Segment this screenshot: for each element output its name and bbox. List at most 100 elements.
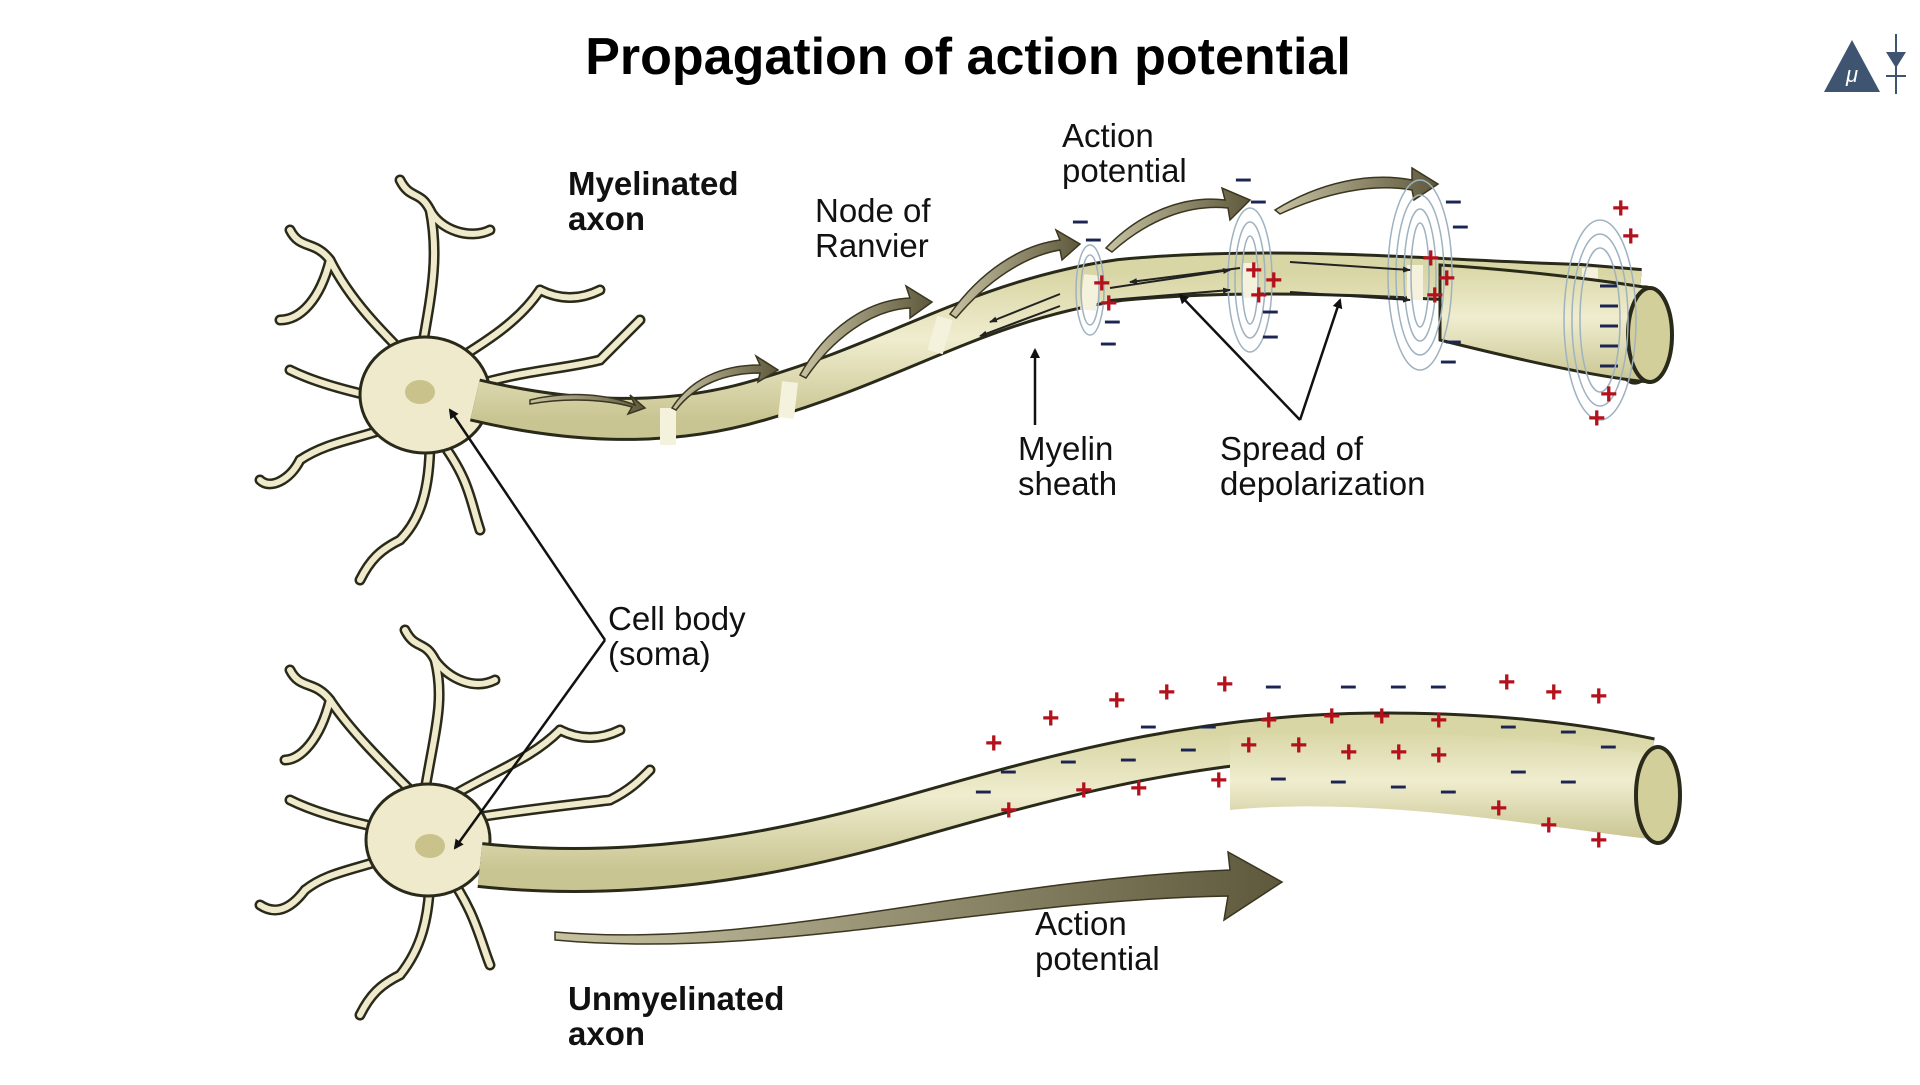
svg-text:–: – <box>1262 319 1279 352</box>
svg-text:–: – <box>1330 764 1347 797</box>
svg-text:depolarization: depolarization <box>1220 465 1425 502</box>
svg-text:–: – <box>1390 769 1407 802</box>
svg-text:–: – <box>1060 744 1077 777</box>
svg-text:+: + <box>1430 739 1448 772</box>
label-spread-of-depolarization: Spread of depolarization <box>1220 430 1425 502</box>
svg-text:Ranvier: Ranvier <box>815 227 929 264</box>
svg-text:+: + <box>1100 287 1118 320</box>
svg-text:+: + <box>1042 702 1060 735</box>
svg-text:+: + <box>1158 676 1176 709</box>
svg-text:+: + <box>1590 680 1608 713</box>
svg-text:Action: Action <box>1035 905 1127 942</box>
svg-text:+: + <box>1498 666 1516 699</box>
svg-text:+: + <box>1540 809 1558 842</box>
svg-text:+: + <box>1612 192 1630 225</box>
svg-text:–: – <box>1600 729 1617 762</box>
svg-text:–: – <box>1560 714 1577 747</box>
svg-text:Node of: Node of <box>815 192 931 229</box>
svg-text:Spread of: Spread of <box>1220 430 1364 467</box>
svg-text:+: + <box>1340 736 1358 769</box>
top-charges: + + + + + + + + + + + + – – – – – – – – … <box>1072 162 1640 435</box>
svg-text:+: + <box>1210 764 1228 797</box>
svg-text:–: – <box>1445 184 1462 217</box>
svg-text:–: – <box>1262 294 1279 327</box>
svg-text:–: – <box>1072 204 1089 237</box>
svg-text:+: + <box>1438 262 1456 295</box>
svg-text:sheath: sheath <box>1018 465 1117 502</box>
svg-text:–: – <box>1440 774 1457 807</box>
svg-text:–: – <box>1270 761 1287 794</box>
svg-text:+: + <box>1373 700 1391 733</box>
svg-text:+: + <box>1093 267 1111 300</box>
top-neuron <box>254 166 1674 586</box>
svg-text:–: – <box>1250 184 1267 217</box>
svg-text:–: – <box>1390 669 1407 702</box>
svg-text:+: + <box>1430 704 1448 737</box>
svg-text:–: – <box>1510 754 1527 787</box>
svg-text:axon: axon <box>568 200 645 237</box>
svg-text:–: – <box>1120 742 1137 775</box>
svg-text:–: – <box>1452 209 1469 242</box>
svg-text:+: + <box>1390 736 1408 769</box>
page-title: Propagation of action potential <box>585 28 1351 86</box>
svg-text:+: + <box>1000 794 1018 827</box>
svg-text:–: – <box>1104 304 1121 337</box>
svg-text:–: – <box>1430 669 1447 702</box>
svg-text:+: + <box>1130 772 1148 805</box>
label-cell-body: Cell body (soma) <box>608 600 746 672</box>
svg-text:+: + <box>1108 684 1126 717</box>
svg-text:+: + <box>1075 774 1093 807</box>
svg-text:–: – <box>1445 324 1462 357</box>
svg-text:+: + <box>1490 792 1508 825</box>
label-myelin-sheath: Myelin sheath <box>1018 430 1117 502</box>
svg-text:–: – <box>1140 709 1157 742</box>
svg-text:+: + <box>1422 242 1440 275</box>
svg-text:–: – <box>1340 669 1357 702</box>
svg-text:(soma): (soma) <box>608 635 711 672</box>
svg-text:+: + <box>1290 729 1308 762</box>
svg-text:+: + <box>1240 729 1258 762</box>
svg-text:+: + <box>1260 704 1278 737</box>
svg-text:+: + <box>1323 700 1341 733</box>
svg-text:Cell body: Cell body <box>608 600 746 637</box>
svg-text:Myelinated: Myelinated <box>568 165 739 202</box>
svg-text:–: – <box>1085 222 1102 255</box>
label-myelinated-axon: Myelinated axon <box>568 165 739 237</box>
svg-text:+: + <box>1590 824 1608 857</box>
label-action-potential-bottom: Action potential <box>1035 905 1160 977</box>
svg-text:+: + <box>1245 254 1263 287</box>
svg-text:potential: potential <box>1062 152 1187 189</box>
svg-text:+: + <box>1250 279 1268 312</box>
pointer-lines <box>448 293 1343 850</box>
bottom-charges: + + + + + + + + + + + + + + + + + + + + … <box>975 666 1617 857</box>
svg-text:–: – <box>1200 709 1217 742</box>
svg-text:–: – <box>1560 764 1577 797</box>
svg-text:Myelin: Myelin <box>1018 430 1113 467</box>
svg-text:–: – <box>1000 754 1017 787</box>
svg-text:–: – <box>1235 162 1252 195</box>
svg-text:potential: potential <box>1035 940 1160 977</box>
svg-text:–: – <box>1180 732 1197 765</box>
label-action-potential-top: Action potential <box>1062 117 1187 189</box>
svg-text:+: + <box>985 727 1003 760</box>
svg-text:+: + <box>1545 676 1563 709</box>
svg-text:+: + <box>1622 220 1640 253</box>
svg-text:+: + <box>1216 668 1234 701</box>
svg-text:axon: axon <box>568 1015 645 1052</box>
svg-text:–: – <box>975 774 992 807</box>
logo-symbol: μ <box>1845 62 1858 87</box>
svg-text:Unmyelinated: Unmyelinated <box>568 980 784 1017</box>
label-node-of-ranvier: Node of Ranvier <box>815 192 931 264</box>
svg-text:–: – <box>1500 709 1517 742</box>
svg-text:+: + <box>1600 378 1618 411</box>
svg-text:–: – <box>1100 326 1117 359</box>
svg-text:–: – <box>1440 344 1457 377</box>
svg-text:+: + <box>1426 279 1444 312</box>
svg-text:+: + <box>1265 264 1283 297</box>
label-unmyelinated-axon: Unmyelinated axon <box>568 980 784 1052</box>
svg-text:Action: Action <box>1062 117 1154 154</box>
mu-pyramid-logo-icon: μ <box>1824 34 1906 94</box>
svg-text:–: – <box>1265 669 1282 702</box>
